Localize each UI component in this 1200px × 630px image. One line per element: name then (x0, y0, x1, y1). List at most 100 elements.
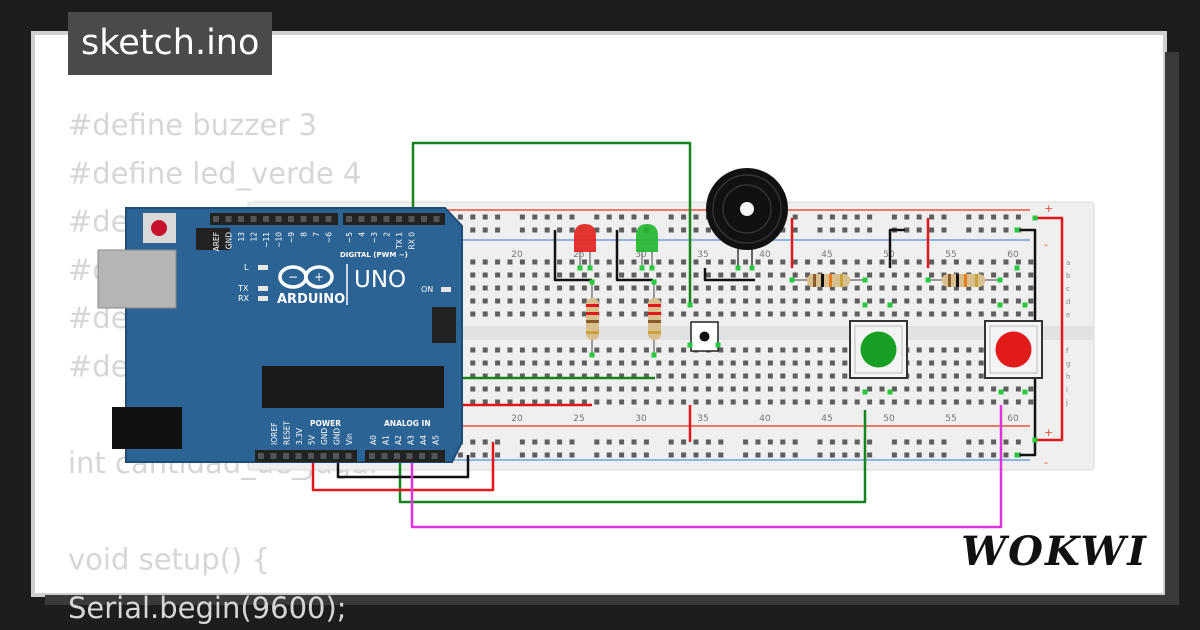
wire-black-d (888, 228, 905, 268)
column-number: 25 (573, 414, 584, 424)
wire-green-analog (398, 410, 867, 504)
pin-connection-dot (715, 342, 721, 348)
row-letter: i (1066, 386, 1068, 394)
rx-label: RX (238, 294, 250, 303)
pin-connection-dot (587, 265, 593, 271)
row-letter: e (1066, 311, 1070, 319)
rail-polarity-label: - (1044, 238, 1048, 251)
column-number: 20 (511, 250, 523, 260)
wokwi-logo: WOKWI (961, 528, 1148, 575)
code-line: Serial.begin(9600); (68, 591, 347, 625)
l-label: L (244, 263, 249, 272)
pin-connection-dot (997, 277, 1003, 283)
pin-connection-dot (1014, 452, 1020, 458)
column-number: 55 (945, 250, 956, 260)
header-top-right (343, 213, 445, 225)
power-header-label: POWER (310, 419, 341, 428)
resistor-2[interactable] (648, 282, 661, 355)
power-pin-label: Vin (345, 433, 354, 445)
row-letter: b (1066, 272, 1071, 280)
analog-pin-label: A5 (432, 435, 441, 445)
digital-pin-label: GND (225, 232, 234, 249)
icsp-header-small (196, 228, 230, 250)
pin-connection-dot (687, 302, 693, 308)
digital-pin-label: 2 (383, 232, 392, 237)
pin-connection-dot (651, 352, 657, 358)
pin-connection-dot (887, 302, 893, 308)
row-letter: c (1066, 285, 1070, 293)
pin-connection-dot (997, 302, 1003, 308)
pin-connection-dot (749, 265, 755, 271)
power-pin-label: RESET (283, 421, 292, 445)
digital-header-label: DIGITAL (PWM ~) (340, 251, 408, 259)
wire-magenta (410, 405, 1003, 529)
rail-polarity-label: - (1044, 456, 1048, 469)
wire-endpoints (577, 215, 1038, 458)
pin-connection-dot (651, 279, 657, 285)
pin-connection-dot (589, 352, 595, 358)
analog-pin-label: A2 (394, 435, 403, 445)
led-green[interactable] (636, 224, 658, 268)
small-pushbutton[interactable] (690, 321, 719, 352)
column-number: 35 (697, 414, 708, 424)
pin-connection-dot (1032, 437, 1038, 443)
resistor-3[interactable] (792, 274, 865, 287)
header-bottom-power (255, 450, 357, 462)
code-line: #define buzzer 3 (68, 108, 317, 142)
usb-port (97, 249, 177, 309)
digital-pin-label: 4 (358, 232, 367, 237)
code-line: #de (68, 205, 129, 239)
resistor-1[interactable] (586, 282, 599, 355)
pin-connection-dot (1022, 302, 1028, 308)
column-number: 45 (821, 250, 832, 260)
led-red[interactable] (574, 224, 596, 268)
pin-connection-dot (925, 277, 931, 283)
rail-polarity-label: + (1044, 426, 1053, 439)
pin-connection-dot (1014, 265, 1020, 271)
analog-pin-label: A0 (369, 435, 378, 445)
row-letter: a (1066, 259, 1070, 267)
frame-shadow-bottom (45, 595, 1179, 605)
wire-black-c (703, 268, 755, 282)
pin-connection-dot (887, 389, 893, 395)
power-jack (112, 407, 182, 449)
pushbutton-green[interactable] (849, 320, 908, 379)
arduino-uno[interactable]: − + UNO ARDUINO DIGITAL (PWM ~) POWER AN… (97, 207, 463, 463)
digital-pin-label: 12 (250, 232, 259, 242)
pushbutton-red[interactable] (984, 320, 1043, 379)
tx-label: TX (237, 284, 249, 293)
rail-polarity-label: + (1044, 202, 1053, 215)
pin-connection-dot (577, 265, 583, 271)
code-line: #de (68, 350, 129, 384)
column-number: 35 (697, 250, 708, 260)
buzzer[interactable] (706, 168, 788, 268)
pin-connection-dot (1014, 227, 1020, 233)
column-number: 20 (511, 414, 523, 424)
column-number: 50 (883, 414, 895, 424)
file-tab-title[interactable]: sketch.ino (68, 12, 273, 75)
column-number: 60 (1007, 414, 1019, 424)
analog-pin-label: A4 (419, 435, 428, 445)
wire-red-5v (311, 442, 495, 492)
digital-pin-label: ~3 (370, 232, 379, 243)
digital-pin-label: ~5 (345, 232, 354, 243)
column-number: 60 (1007, 250, 1019, 260)
column-number: 40 (759, 250, 771, 260)
row-letter: g (1066, 360, 1070, 368)
resistor-4[interactable] (928, 274, 1000, 287)
pin-connection-dot (998, 389, 1004, 395)
power-pin-label: GND (333, 428, 342, 445)
analog-pin-label: A3 (407, 435, 416, 445)
pin-connection-dot (862, 389, 868, 395)
wire-red-rail-right (1035, 216, 1064, 442)
digital-pin-label: ~9 (287, 232, 296, 243)
pin-connection-dot (1032, 215, 1038, 221)
pin-connection-dot (649, 265, 655, 271)
digital-pin-label: AREF (212, 232, 221, 251)
row-letter: h (1066, 373, 1070, 381)
row-letter: j (1065, 399, 1068, 407)
code-line: void setup() { (68, 543, 270, 577)
code-line: #define led_verde 4 (68, 156, 361, 190)
reset-button (151, 220, 167, 236)
